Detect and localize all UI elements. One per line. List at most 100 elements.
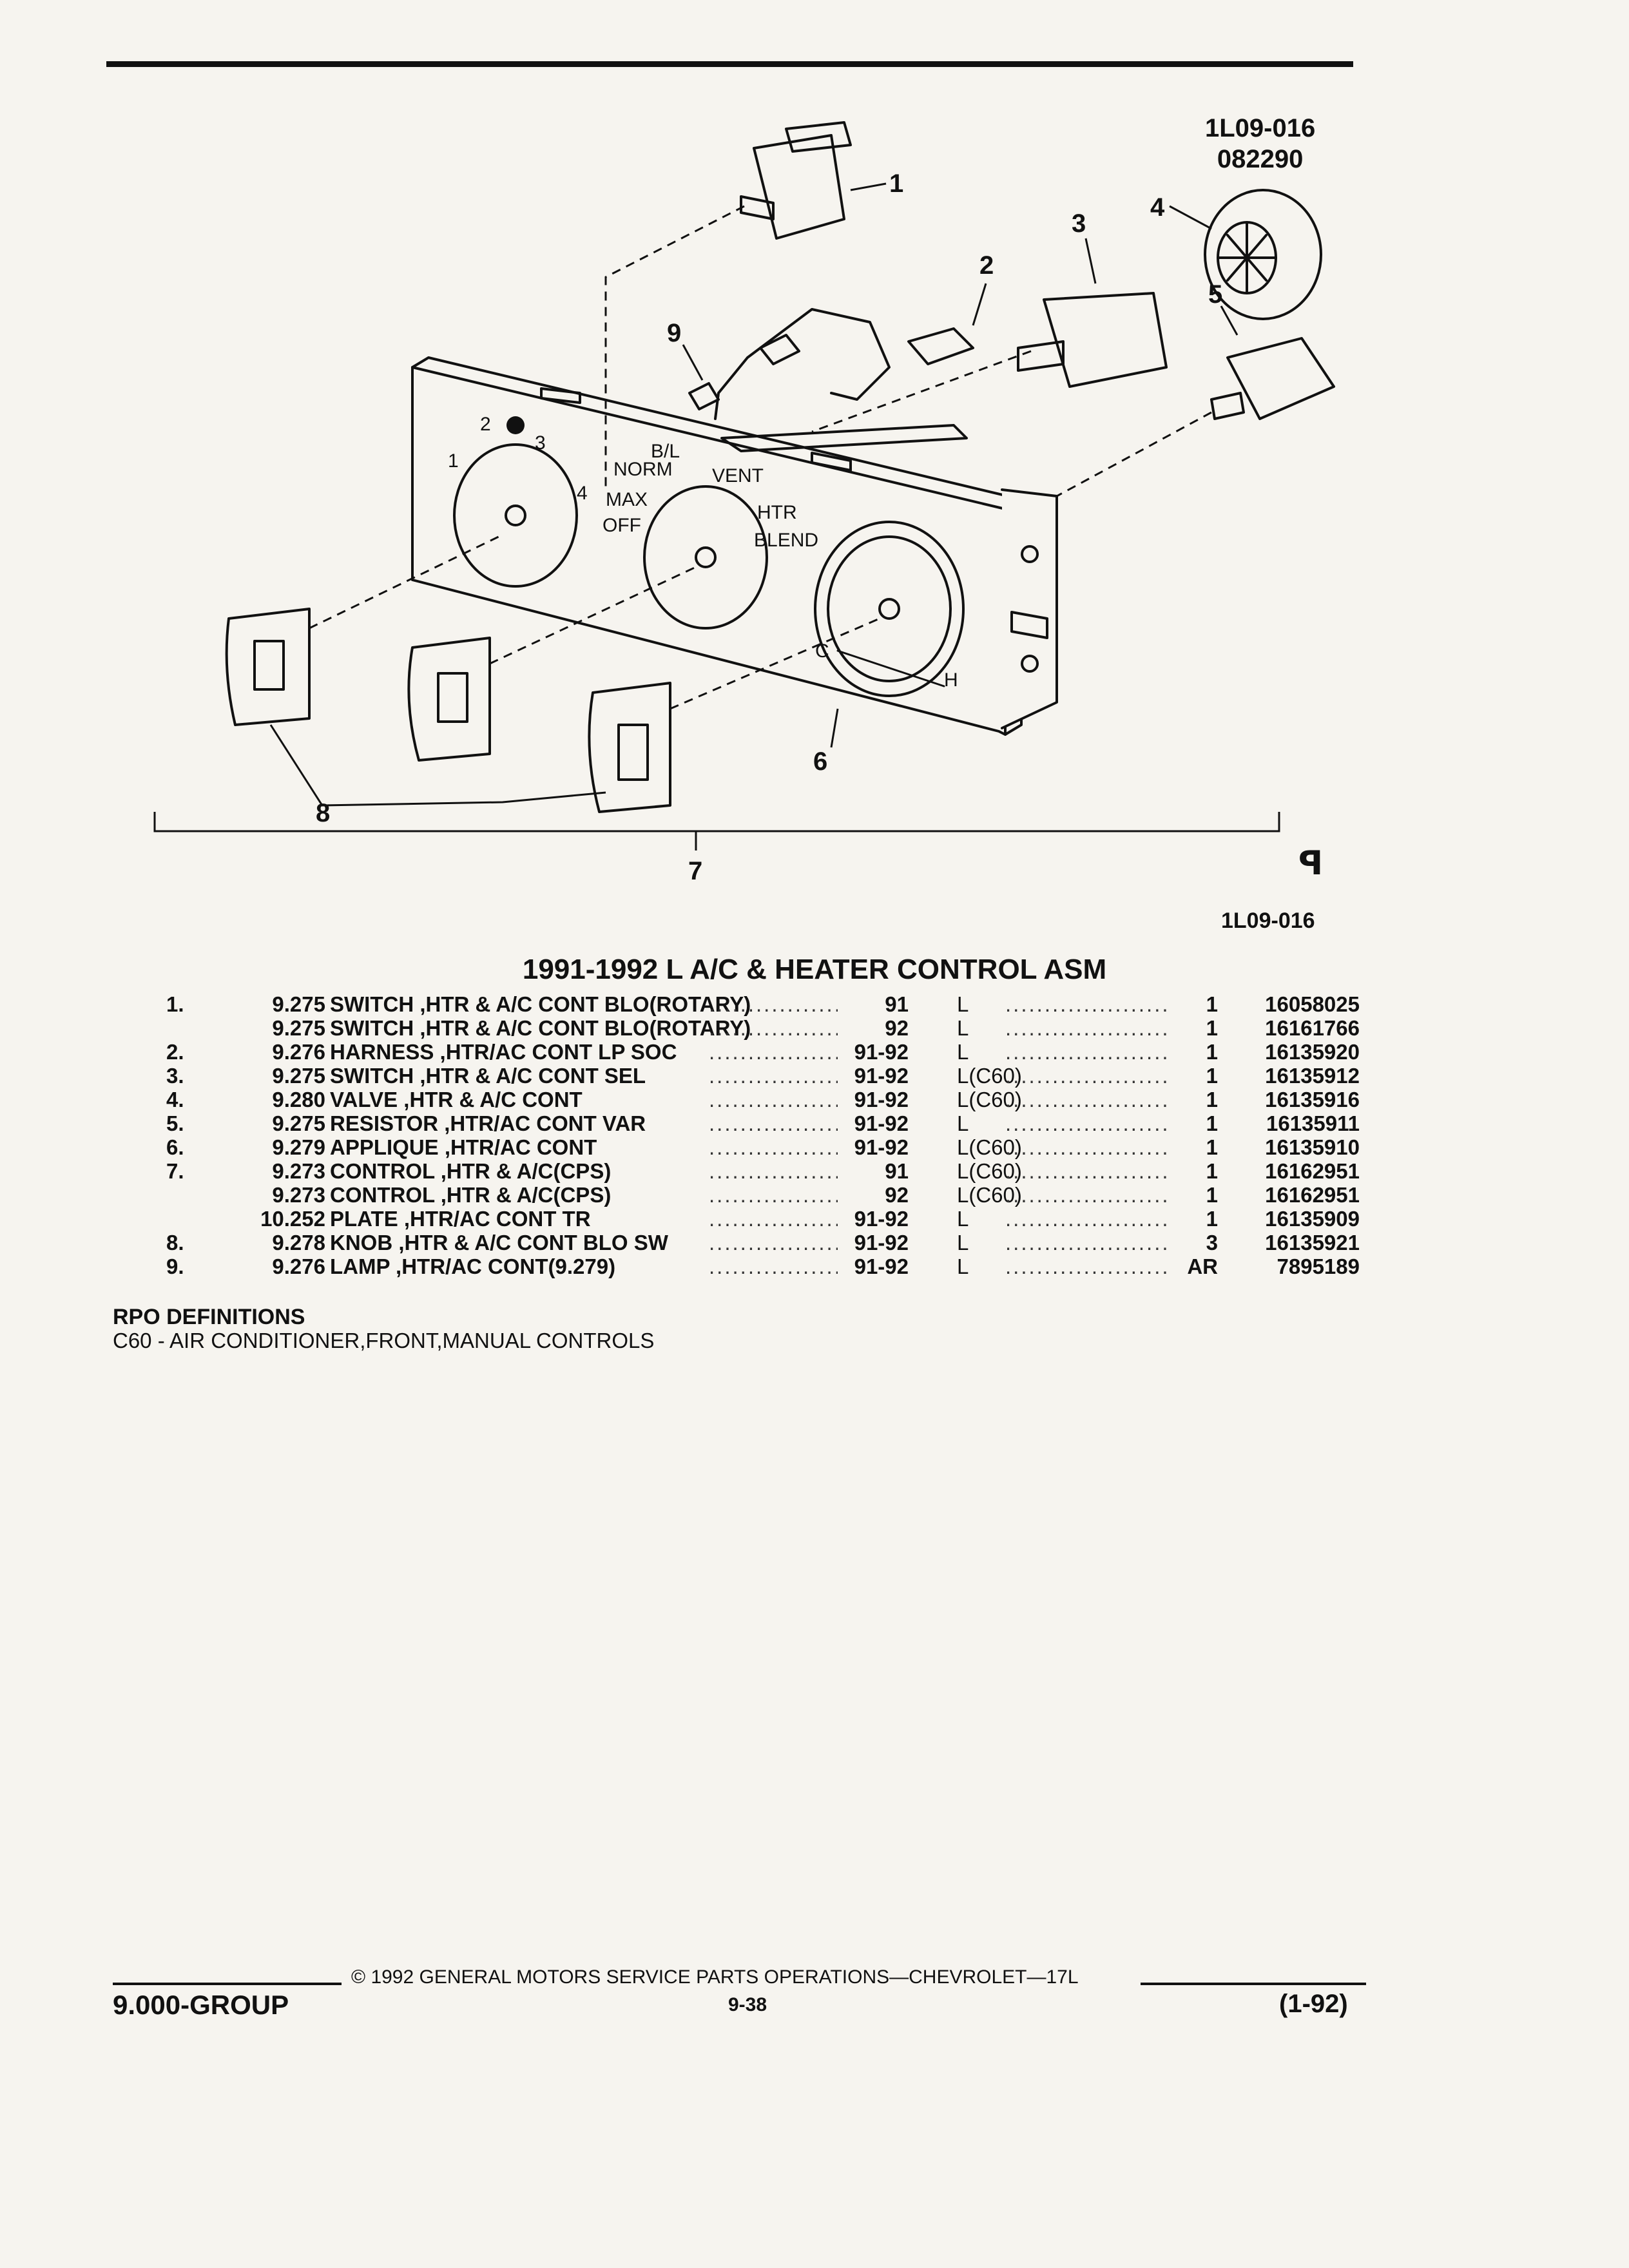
part-description: RESISTOR ,HTR/AC CONT VAR (330, 1111, 646, 1135)
part-usage-code: L (957, 1231, 969, 1254)
part-model-years: 91-92 (854, 1088, 909, 1111)
dot-leader: .............................. (709, 1135, 838, 1159)
part-usage-code: L(C60) (957, 1183, 1022, 1207)
dial-label-off: OFF (602, 515, 641, 536)
dial-label-htr: HTR (757, 502, 797, 523)
blower-switch (753, 134, 845, 240)
part-quantity: 1 (1206, 1040, 1218, 1064)
dot-leader: .................................. (1005, 992, 1166, 1016)
part-section-number: 9.275 (272, 992, 325, 1016)
dot-leader: .............................. (709, 1159, 838, 1183)
part-usage-code: L (957, 1254, 969, 1278)
callout-5: 5 (1208, 280, 1222, 309)
blower-dial (453, 443, 578, 588)
part-section-number: 9.276 (272, 1254, 325, 1278)
dot-leader: .............................. (709, 1040, 838, 1064)
dot-leader: .............................. (709, 1111, 838, 1135)
part-model-years: 91 (885, 1159, 909, 1183)
part-section-number: 9.278 (272, 1231, 325, 1254)
dial-label-vent: VENT (712, 465, 764, 486)
part-callout-number: 5. (166, 1111, 184, 1135)
part-section-number: 9.273 (272, 1159, 325, 1183)
part-model-years: 91-92 (854, 1254, 909, 1278)
footer-rule-left (113, 1983, 342, 1985)
gm-logo-icon: ꟼ (1298, 845, 1324, 882)
vacuum-valve (1204, 189, 1322, 320)
part-description: SWITCH ,HTR & A/C CONT SEL (330, 1064, 646, 1088)
part-model-years: 91-92 (854, 1231, 909, 1254)
exploded-parts-diagram: 1 2 3 4 5 6 7 8 9 1 2 3 4 NORM B/L VENT … (153, 121, 1335, 885)
part-number: 16161766 (1265, 1016, 1360, 1040)
part-number: 7895189 (1277, 1254, 1360, 1278)
callout-2: 2 (979, 251, 994, 280)
part-description: VALVE ,HTR & A/C CONT (330, 1088, 583, 1111)
part-callout-number: 1. (166, 992, 184, 1016)
fan-indicator-dot (506, 416, 525, 434)
dot-leader: .............................. (709, 1064, 838, 1088)
mode-dial (643, 485, 768, 629)
part-quantity: 1 (1206, 1111, 1218, 1135)
part-callout-number: 6. (166, 1135, 184, 1159)
dial-label-norm: NORM (613, 459, 673, 480)
part-quantity: AR (1187, 1254, 1218, 1278)
dot-leader: .............................. (709, 1254, 838, 1278)
dot-leader: .............................. (709, 1231, 838, 1254)
part-number: 16162951 (1265, 1159, 1360, 1183)
part-section-number: 9.275 (272, 1111, 325, 1135)
dot-leader: .............................. (709, 1207, 838, 1231)
dial-label-fan-3: 3 (535, 432, 546, 454)
dot-leader: .............................. (709, 1088, 838, 1111)
footer-group: 9.000-GROUP (113, 1990, 289, 2020)
part-description: KNOB ,HTR & A/C CONT BLO SW (330, 1231, 668, 1254)
part-usage-code: L (957, 1040, 969, 1064)
part-callout-number: 3. (166, 1064, 184, 1088)
part-quantity: 1 (1206, 1016, 1218, 1040)
part-description: CONTROL ,HTR & A/C(CPS) (330, 1159, 612, 1183)
part-callout-number: 8. (166, 1231, 184, 1254)
part-section-number: 9.275 (272, 1064, 325, 1088)
footer-rule-right (1141, 1983, 1366, 1985)
part-description: SWITCH ,HTR & A/C CONT BLO(ROTARY) (330, 992, 751, 1016)
part-section-number: 9.279 (272, 1135, 325, 1159)
part-usage-code: L(C60) (957, 1064, 1022, 1088)
dot-leader: .................................. (1005, 1088, 1166, 1111)
knob-middle (407, 637, 491, 762)
part-section-number: 9.275 (272, 1016, 325, 1040)
part-model-years: 91-92 (854, 1040, 909, 1064)
dot-leader: .................................. (1005, 1159, 1166, 1183)
part-number: 16135911 (1266, 1111, 1360, 1135)
dial-label-blend: BLEND (754, 530, 818, 551)
top-rule (106, 61, 1353, 67)
figure-id-top: 1L09-016 082290 (1205, 113, 1315, 175)
part-callout-number: 9. (166, 1254, 184, 1278)
dot-leader: .................................. (1005, 1016, 1166, 1040)
rpo-definition: C60 - AIR CONDITIONER,FRONT,MANUAL CONTR… (113, 1329, 655, 1352)
part-section-number: 9.273 (272, 1183, 325, 1207)
part-section-number: 9.280 (272, 1088, 325, 1111)
part-usage-code: L (957, 1016, 969, 1040)
part-model-years: 91-92 (854, 1207, 909, 1231)
part-description: PLATE ,HTR/AC CONT TR (330, 1207, 591, 1231)
dial-label-fan-2: 2 (480, 414, 491, 435)
part-quantity: 1 (1206, 1207, 1218, 1231)
callout-6: 6 (813, 747, 827, 776)
callout-1: 1 (889, 169, 903, 198)
part-callout-number: 7. (166, 1159, 184, 1183)
knob-left (225, 608, 311, 726)
part-number: 16135909 (1265, 1207, 1360, 1231)
resistor (1226, 337, 1335, 420)
part-usage-code: L (957, 992, 969, 1016)
part-callout-number: 4. (166, 1088, 184, 1111)
dot-leader: .................................. (1005, 1231, 1166, 1254)
dial-label-max: MAX (606, 489, 648, 510)
dial-label-hot: H (944, 669, 958, 691)
